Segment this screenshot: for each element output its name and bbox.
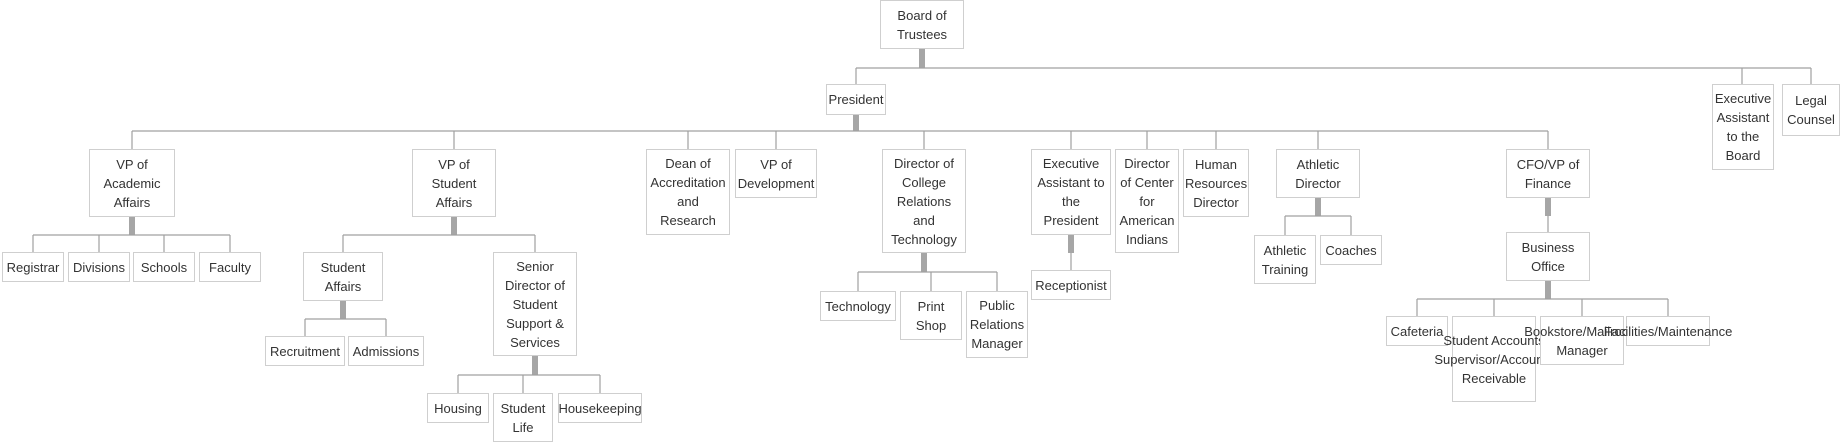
node-label: Director of Center for American Indians xyxy=(1119,155,1175,247)
node-label: Registrar xyxy=(6,259,60,275)
node-athletic-director[interactable]: Athletic Director xyxy=(1276,149,1360,198)
node-label: Athletic Director xyxy=(1295,156,1341,191)
node-label: Executive Assistant to the Board xyxy=(1714,91,1772,163)
node-label: Print Shop xyxy=(915,298,947,333)
node-bookstore[interactable]: Bookstore/Mailroom Manager xyxy=(1524,316,1640,365)
node-coaches[interactable]: Coaches xyxy=(1320,235,1382,265)
node-label: Coaches xyxy=(1325,242,1377,258)
node-label: Schools xyxy=(140,259,188,275)
node-label: Board of Trustees xyxy=(896,7,948,42)
node-label: Receptionist xyxy=(1035,277,1107,293)
node-exec-asst-president[interactable]: Executive Assistant to the President xyxy=(1031,149,1111,235)
node-student-life[interactable]: Student Life xyxy=(493,393,553,442)
node-exec-asst-board[interactable]: Executive Assistant to the Board xyxy=(1712,84,1774,170)
node-schools[interactable]: Schools xyxy=(133,252,195,282)
node-dir-college-relations[interactable]: Director of College Relations and Techno… xyxy=(882,149,966,253)
node-label: Director of College Relations and Techno… xyxy=(891,155,957,247)
node-athletic-training[interactable]: Athletic Training xyxy=(1254,235,1316,284)
node-label: Housekeeping xyxy=(558,400,642,416)
node-cfo-vp-finance[interactable]: CFO/VP of Finance xyxy=(1506,149,1590,198)
node-vp-student-affairs[interactable]: VP of Student Affairs xyxy=(412,149,496,217)
node-label: VP of Student Affairs xyxy=(431,156,477,210)
node-label: Facilities/Maintenance xyxy=(1603,323,1733,339)
node-registrar[interactable]: Registrar xyxy=(2,252,64,282)
node-receptionist[interactable]: Receptionist xyxy=(1031,270,1111,300)
node-label: Business Office xyxy=(1521,239,1575,274)
node-label: VP of Development xyxy=(737,156,815,191)
node-vp-academic-affairs[interactable]: VP of Academic Affairs xyxy=(89,149,175,217)
node-label: Student Accounts Supervisor/Accounts Rec… xyxy=(1434,332,1554,386)
node-dir-center-american-indians[interactable]: Director of Center for American Indians xyxy=(1115,149,1179,253)
node-cafeteria[interactable]: Cafeteria xyxy=(1386,316,1448,346)
node-admissions[interactable]: Admissions xyxy=(348,336,424,366)
node-vp-development[interactable]: VP of Development xyxy=(735,149,817,198)
node-label: Divisions xyxy=(72,259,125,275)
node-print-shop[interactable]: Print Shop xyxy=(900,291,962,340)
node-label: Public Relations Manager xyxy=(969,298,1025,351)
node-divisions[interactable]: Divisions xyxy=(68,252,130,282)
node-housekeeping[interactable]: Housekeeping xyxy=(558,393,642,423)
node-faculty[interactable]: Faculty xyxy=(199,252,261,282)
node-legal-counsel[interactable]: Legal Counsel xyxy=(1782,84,1840,136)
node-label: President xyxy=(828,92,884,107)
node-label: Legal Counsel xyxy=(1787,93,1835,127)
node-label: Housing xyxy=(434,400,482,416)
node-business-office[interactable]: Business Office xyxy=(1506,232,1590,281)
node-recruitment[interactable]: Recruitment xyxy=(265,336,345,366)
node-pr-manager[interactable]: Public Relations Manager xyxy=(966,291,1028,358)
node-label: Faculty xyxy=(209,259,251,275)
node-student-affairs[interactable]: Student Affairs xyxy=(303,252,383,301)
node-label: Cafeteria xyxy=(1390,323,1444,339)
node-label: Admissions xyxy=(352,343,420,359)
node-board-of-trustees[interactable]: Board of Trustees xyxy=(880,0,964,49)
node-label: Student Life xyxy=(500,400,546,435)
node-facilities[interactable]: Facilities/Maintenance xyxy=(1604,316,1732,346)
node-label: Athletic Training xyxy=(1261,242,1309,277)
node-student-accounts[interactable]: Student Accounts Supervisor/Accounts Rec… xyxy=(1434,316,1554,402)
node-hr-director[interactable]: Human Resources Director xyxy=(1183,149,1249,217)
node-label: Executive Assistant to the President xyxy=(1037,156,1105,228)
node-label: CFO/VP of Finance xyxy=(1516,156,1580,191)
node-president[interactable]: President xyxy=(826,84,886,115)
node-housing[interactable]: Housing xyxy=(427,393,489,423)
node-senior-director[interactable]: Senior Director of Student Support & Ser… xyxy=(493,252,577,356)
node-label: Recruitment xyxy=(269,343,341,359)
node-label: VP of Academic Affairs xyxy=(103,156,161,210)
node-label: Human Resources Director xyxy=(1184,156,1248,210)
node-label: Bookstore/Mailroom Manager xyxy=(1524,323,1640,358)
node-technology[interactable]: Technology xyxy=(820,291,896,321)
node-dean-accreditation[interactable]: Dean of Accreditation and Research xyxy=(646,149,730,235)
node-label: Senior Director of Student Support & Ser… xyxy=(505,258,565,350)
node-label: Technology xyxy=(825,298,891,314)
node-label: Student Affairs xyxy=(320,259,366,294)
node-label: Dean of Accreditation and Research xyxy=(650,156,726,228)
